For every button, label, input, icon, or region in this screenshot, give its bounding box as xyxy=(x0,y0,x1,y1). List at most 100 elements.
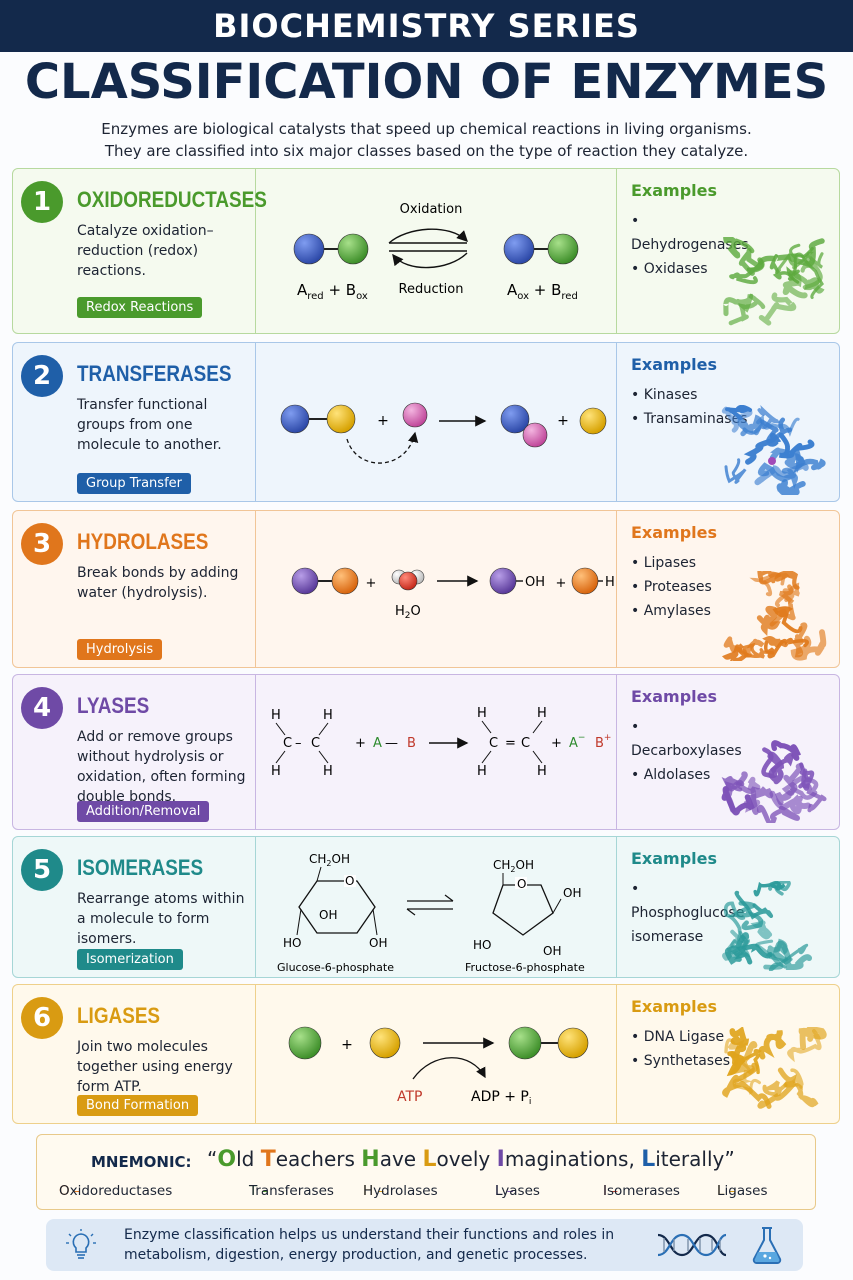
oh-group: OH xyxy=(525,575,545,590)
group-a: A xyxy=(373,736,382,751)
intro-text: Enzymes are biological catalysts that sp… xyxy=(40,118,813,162)
class-info: 5 ISOMERASES Rearrange atoms within a mo… xyxy=(13,837,256,977)
mnemonic-letter: O xyxy=(217,1147,237,1172)
box-atom xyxy=(337,233,369,265)
class-card-lyases: 4 LYASES Add or remove groups without hy… xyxy=(12,674,840,830)
product-a xyxy=(489,567,517,595)
protein-illustration xyxy=(720,1027,828,1117)
class-name: TRANSFERASES xyxy=(77,361,232,386)
class-info: 6 LIGASES Join two molecules together us… xyxy=(13,985,256,1123)
svg-text:C: C xyxy=(283,736,292,751)
class-description: Transfer functional groups from one mole… xyxy=(77,397,222,453)
mnemonic-letter: T xyxy=(260,1147,276,1172)
reaction-type-tag: Addition/Removal xyxy=(77,801,210,822)
examples-title: Examples xyxy=(631,849,718,868)
reaction-diagram: + + xyxy=(257,343,615,501)
mnemonic-rest: ovely xyxy=(436,1147,491,1171)
svg-text:H: H xyxy=(477,764,487,779)
left-formula: Ared + Box xyxy=(297,281,368,302)
examples-panel: Examples LipasesProteasesAmylases xyxy=(616,511,838,667)
joined-b xyxy=(557,1027,589,1059)
reaction-type-tag: Redox Reactions xyxy=(77,297,203,318)
example-item: Dehydrogenases xyxy=(631,209,751,257)
svg-text:OH: OH xyxy=(543,944,561,958)
class-name: LIGASES xyxy=(77,1003,161,1028)
mnemonic-rest: ave xyxy=(379,1147,417,1171)
mnemonic-label: MNEMONIC: xyxy=(91,1153,192,1171)
page-title: CLASSIFICATION OF ENZYMES xyxy=(24,54,829,110)
plus-sign: + xyxy=(377,413,389,429)
svg-text:C: C xyxy=(489,736,498,751)
class-number-badge: 2 xyxy=(21,355,63,397)
svg-text:OH: OH xyxy=(369,936,387,950)
protein-structure-icon xyxy=(723,237,825,326)
class-name: LYASES xyxy=(77,693,150,718)
joined-a xyxy=(508,1026,542,1060)
mnemonic-word: Teachers xyxy=(260,1147,355,1172)
mnemonic-rest: eachers xyxy=(275,1147,355,1171)
class-number-badge: 5 xyxy=(21,849,63,891)
bred-atom xyxy=(547,233,579,265)
h-group: H xyxy=(605,575,615,590)
aox-atom xyxy=(503,233,535,265)
example-item: Proteases xyxy=(631,575,751,599)
product-atom-a xyxy=(500,404,530,434)
reduction-label: Reduction xyxy=(399,282,464,297)
svg-text:=: = xyxy=(505,736,516,751)
svg-text:CH2OH: CH2OH xyxy=(309,852,350,868)
example-item: Lipases xyxy=(631,551,751,575)
examples-panel: Examples KinasesTransaminases xyxy=(616,343,838,501)
examples-list: DecarboxylasesAldolases xyxy=(631,715,751,787)
class-name: HYDROLASES xyxy=(77,529,209,554)
examples-panel: Examples DNA LigaseSynthetases xyxy=(616,985,838,1123)
reaction-type-tag: Group Transfer xyxy=(77,473,191,494)
examples-list: KinasesTransaminases xyxy=(631,383,751,431)
protein-structure-icon xyxy=(721,405,826,495)
svg-text:HO: HO xyxy=(473,938,491,952)
class-info: 4 LYASES Add or remove groups without hy… xyxy=(13,675,256,829)
svg-text:OH: OH xyxy=(319,908,337,922)
right-formula: Aox + Bred xyxy=(507,281,578,302)
protein-structure-icon xyxy=(721,571,827,661)
class-description: Rearrange atoms within a molecule to for… xyxy=(77,891,245,947)
plus-sign-2: + xyxy=(557,413,569,429)
plus-sign: + xyxy=(341,1037,353,1053)
svg-text:CH2OH: CH2OH xyxy=(493,858,534,874)
mnemonic-letter: L xyxy=(422,1147,437,1172)
mnemonic-word: Lovely xyxy=(422,1147,491,1172)
svg-text:C: C xyxy=(521,736,530,751)
protein-illustration xyxy=(720,733,828,823)
class-description: Add or remove groups without hydrolysis … xyxy=(77,729,246,805)
example-item: DNA Ligase xyxy=(631,1025,751,1049)
molecule-b xyxy=(369,1027,401,1059)
mnemonic-word: Have xyxy=(361,1147,417,1172)
ab-bond: — xyxy=(385,736,398,751)
reaction-type-tag: Hydrolysis xyxy=(77,639,163,660)
svg-text:H: H xyxy=(477,706,487,721)
examples-title: Examples xyxy=(631,355,718,374)
class-info: 3 HYDROLASES Break bonds by adding water… xyxy=(13,511,256,667)
example-item: Phosphoglucose isomerase xyxy=(631,877,751,949)
svg-text:–: – xyxy=(295,736,302,751)
protein-illustration xyxy=(720,405,828,495)
mnemonic-rest: iterally xyxy=(655,1147,725,1171)
mnemonic-word: Old xyxy=(217,1147,254,1172)
donor-atom xyxy=(280,404,310,434)
class-description: Catalyze oxidation–reduction (redox) rea… xyxy=(77,223,214,279)
example-item: Kinases xyxy=(631,383,751,407)
product-b xyxy=(571,567,599,595)
svg-text:H: H xyxy=(271,708,281,723)
class-card-ligases: 6 LIGASES Join two molecules together us… xyxy=(12,984,840,1124)
footer-line-1: Enzyme classification helps us understan… xyxy=(124,1227,615,1243)
equilibrium-arrows xyxy=(406,894,454,916)
example-item: Oxidases xyxy=(631,257,751,281)
example-item: Decarboxylases xyxy=(631,715,751,763)
example-item: Aldolases xyxy=(631,763,751,787)
reaction-type-tag: Isomerization xyxy=(77,949,183,970)
plus-sign-2: + xyxy=(551,736,562,751)
class-number-badge: 3 xyxy=(21,523,63,565)
